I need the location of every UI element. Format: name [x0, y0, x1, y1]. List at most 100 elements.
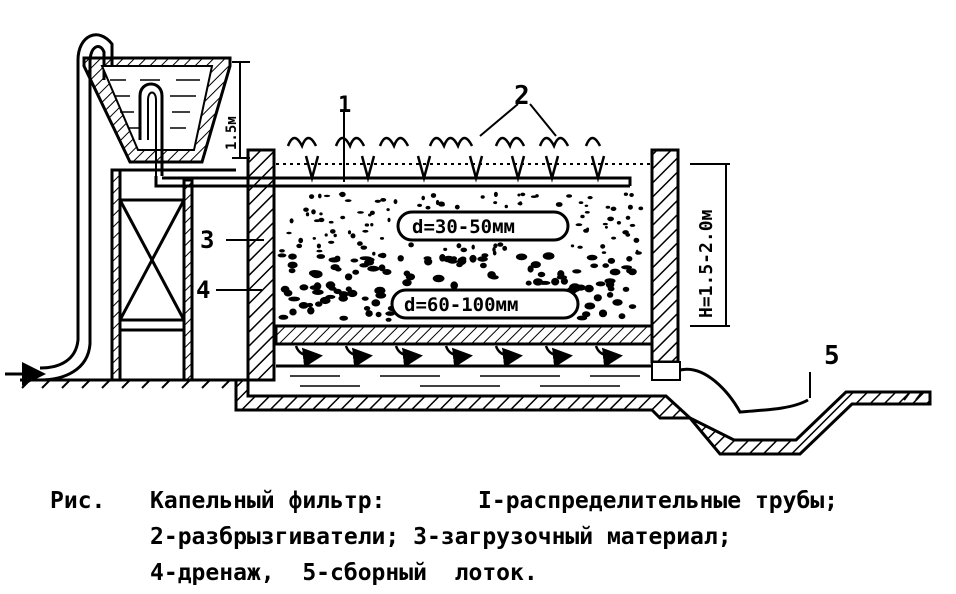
stone — [283, 289, 293, 297]
grain-callout-lower: d=60-100мм — [390, 288, 580, 320]
stone — [393, 199, 398, 205]
stone — [493, 191, 498, 197]
stone — [367, 265, 380, 272]
drain-flow-arrow-icon — [394, 345, 423, 368]
stone — [527, 265, 534, 273]
stone — [515, 253, 528, 261]
stone — [374, 286, 386, 295]
stone — [417, 203, 423, 207]
stone — [493, 201, 498, 205]
stone — [278, 314, 289, 320]
stone — [289, 218, 294, 224]
stone — [519, 201, 522, 206]
stone — [454, 204, 460, 210]
stone — [328, 257, 341, 263]
stone — [312, 237, 316, 240]
stone — [316, 254, 326, 259]
stone — [316, 243, 321, 249]
stone — [607, 257, 616, 264]
stone — [405, 273, 416, 281]
stone — [350, 258, 359, 263]
tank-height-label: 1.5м — [224, 116, 240, 150]
stone — [370, 223, 374, 227]
caption-prefix: Рис. — [50, 488, 106, 514]
stone — [339, 191, 346, 198]
stone — [362, 229, 369, 233]
stone — [607, 286, 615, 292]
filter-walls — [234, 148, 694, 420]
stone — [432, 274, 445, 283]
stone — [286, 231, 292, 235]
stone — [584, 204, 589, 207]
stone — [580, 214, 585, 219]
stone — [616, 221, 622, 225]
stone — [584, 284, 594, 293]
stone — [584, 302, 596, 310]
stone — [560, 277, 569, 285]
stone — [279, 249, 285, 253]
dosing-tank — [82, 56, 232, 176]
stone — [450, 281, 459, 290]
stone — [471, 244, 475, 250]
stone — [318, 193, 322, 199]
caption-title: Капельный фильтр: — [150, 488, 386, 514]
stone — [456, 243, 462, 249]
stone — [375, 292, 387, 299]
stone — [378, 264, 386, 272]
drain-flow-arrow-icon — [494, 345, 523, 368]
stone — [408, 242, 414, 248]
stone — [497, 242, 504, 247]
stone — [303, 207, 309, 212]
spray-marks — [286, 136, 602, 150]
stone — [288, 268, 296, 274]
stone — [586, 254, 598, 261]
stone — [328, 240, 335, 244]
stone — [618, 313, 626, 320]
stone — [347, 230, 352, 235]
stone — [345, 286, 352, 292]
bed-height-dimension — [690, 163, 730, 327]
stone — [288, 253, 297, 260]
stone — [363, 306, 371, 311]
stone — [555, 202, 563, 207]
stone — [566, 194, 573, 198]
leader-lines — [216, 103, 811, 398]
label-4: 4 — [196, 276, 210, 304]
stone — [629, 223, 636, 227]
stone — [551, 277, 560, 286]
stone — [601, 251, 607, 254]
drain-flow-arrow-icon — [594, 345, 623, 368]
stone — [520, 192, 526, 197]
svg-text:d=60-100мм: d=60-100мм — [404, 294, 518, 316]
stone — [602, 222, 608, 226]
stone — [318, 217, 325, 223]
stone — [530, 195, 538, 198]
stone — [590, 263, 599, 269]
sprinklers — [304, 155, 606, 183]
drain-flow-arrow-icon — [544, 345, 573, 368]
stone — [324, 233, 328, 237]
stone — [628, 304, 637, 309]
stone — [480, 262, 487, 269]
stone — [372, 251, 376, 256]
stone — [360, 245, 368, 250]
stone — [438, 203, 446, 207]
stone — [309, 285, 321, 290]
stone — [569, 283, 581, 292]
stone — [328, 286, 337, 291]
stone — [380, 198, 387, 202]
stone — [587, 196, 593, 200]
stone — [311, 209, 316, 215]
stone — [582, 311, 591, 318]
stone — [385, 317, 392, 322]
stone — [357, 211, 364, 214]
stone — [340, 215, 346, 220]
stone — [450, 256, 458, 261]
stone — [622, 230, 629, 235]
stone — [584, 211, 590, 214]
distribution-pipe — [154, 176, 632, 188]
caption-line-3: 4-дренаж, 5-сборный лоток. — [150, 560, 538, 586]
stone — [385, 311, 395, 316]
stone — [323, 194, 331, 198]
stone — [517, 193, 521, 197]
